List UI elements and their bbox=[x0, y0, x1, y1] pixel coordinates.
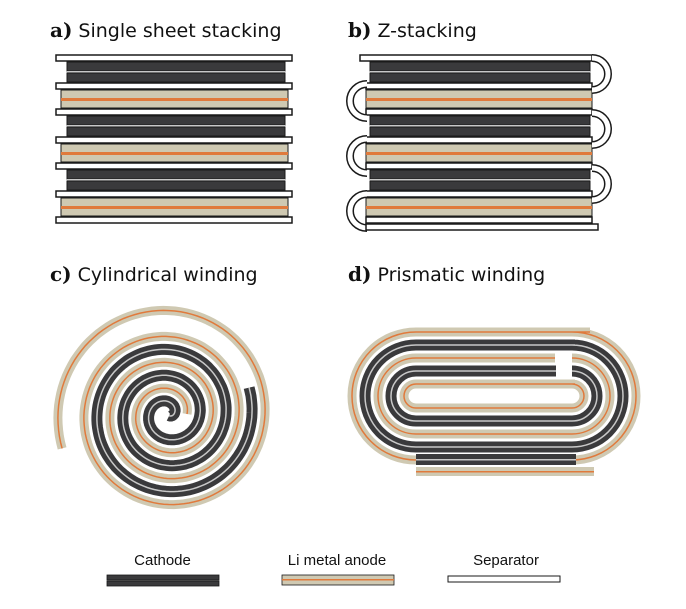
separator-fold-left-fill bbox=[347, 191, 368, 231]
legend-swatch-anode-li bbox=[282, 579, 394, 581]
separator-fold-right-fill bbox=[591, 55, 611, 93]
z-stacking-diagram bbox=[346, 54, 612, 232]
anode-winding bbox=[399, 379, 589, 413]
cathode-sheet bbox=[66, 72, 286, 83]
anode-li-layer bbox=[61, 206, 288, 209]
cathode-current-collector bbox=[370, 179, 590, 181]
panel-a-title-text: Single sheet stacking bbox=[78, 20, 282, 42]
separator-fold-left-fill bbox=[347, 136, 368, 176]
legend-label-cathode: Cathode bbox=[134, 552, 191, 569]
panel-d-label: d) bbox=[348, 262, 372, 286]
panel-b-title-text: Z-stacking bbox=[377, 20, 477, 42]
cathode-sheet bbox=[369, 61, 591, 72]
cathode-sheet bbox=[369, 180, 591, 191]
panel-d-title-text: Prismatic winding bbox=[377, 264, 546, 286]
cathode-winding bbox=[385, 365, 603, 427]
panel-b-title: b)Z-stacking bbox=[348, 18, 477, 42]
anode-li-winding bbox=[377, 357, 611, 435]
cathode-sheet bbox=[66, 180, 286, 191]
cathode-sheet bbox=[66, 115, 286, 126]
legend-swatch-separator bbox=[447, 575, 561, 583]
separator-sheet bbox=[365, 162, 593, 170]
separator-sheet bbox=[365, 108, 593, 116]
cathode-sheet bbox=[369, 72, 591, 83]
separator-sheet bbox=[55, 82, 293, 90]
separator-fold-right-fill bbox=[591, 110, 611, 148]
anode-li-winding bbox=[403, 383, 585, 409]
cathode-collector-winding bbox=[390, 370, 598, 422]
anode-li-layer bbox=[61, 98, 288, 101]
cathode-tail-collector bbox=[416, 459, 576, 461]
anode-li-spiral bbox=[57, 309, 266, 506]
cathode-current-collector bbox=[67, 179, 285, 181]
single-sheet-stacking-diagram bbox=[55, 54, 293, 224]
separator-sheet bbox=[55, 162, 293, 170]
separator-sheet bbox=[55, 136, 293, 144]
anode-tail-li bbox=[416, 471, 594, 473]
panel-a-title: a)Single sheet stacking bbox=[50, 18, 282, 42]
separator-fold-left-fill bbox=[347, 81, 368, 121]
panel-b-label: b) bbox=[348, 18, 372, 42]
cathode-current-collector bbox=[370, 125, 590, 127]
legend-swatch-cathode bbox=[106, 574, 220, 581]
anode-li-layer bbox=[366, 206, 592, 209]
separator-sheet bbox=[365, 216, 593, 224]
cathode-sheet bbox=[66, 169, 286, 180]
panel-c-title-text: Cylindrical winding bbox=[77, 264, 258, 286]
cathode-collector-spiral bbox=[96, 348, 253, 493]
separator-sheet bbox=[365, 82, 593, 90]
panel-c-title: c)Cylindrical winding bbox=[50, 262, 258, 286]
cathode-current-collector bbox=[370, 71, 590, 73]
separator-fold-right-fill bbox=[591, 165, 611, 203]
cathode-sheet bbox=[66, 61, 286, 72]
legend-label-separator: Separator bbox=[473, 552, 539, 569]
prismatic-winding-diagram bbox=[347, 327, 641, 476]
panel-c-label: c) bbox=[50, 262, 72, 286]
separator-sheet bbox=[55, 108, 293, 116]
separator-sheet bbox=[55, 54, 293, 62]
separator-sheet bbox=[55, 216, 293, 224]
legend-swatch-cathode bbox=[106, 580, 220, 587]
anode-li-layer bbox=[366, 152, 592, 155]
anode-li-layer bbox=[61, 152, 288, 155]
separator-sheet bbox=[365, 223, 599, 231]
panel-d-title: d)Prismatic winding bbox=[348, 262, 545, 286]
cathode-current-collector bbox=[67, 71, 285, 73]
panel-a-label: a) bbox=[50, 18, 73, 42]
cylindrical-winding-diagram bbox=[53, 305, 270, 510]
cathode-collector-winding bbox=[364, 344, 624, 448]
cathode-current-collector bbox=[67, 125, 285, 127]
legend-label-anode: Li metal anode bbox=[287, 552, 387, 569]
separator-sheet bbox=[365, 136, 593, 144]
legend bbox=[106, 574, 561, 587]
cathode-sheet bbox=[66, 126, 286, 137]
separator-sheet bbox=[359, 54, 593, 62]
cathode-sheet bbox=[369, 126, 591, 137]
cathode-sheet bbox=[369, 115, 591, 126]
separator-sheet bbox=[55, 190, 293, 198]
anode-spiral bbox=[53, 305, 270, 510]
separator-sheet bbox=[365, 190, 593, 198]
anode-li-layer bbox=[366, 98, 592, 101]
cathode-sheet bbox=[369, 169, 591, 180]
